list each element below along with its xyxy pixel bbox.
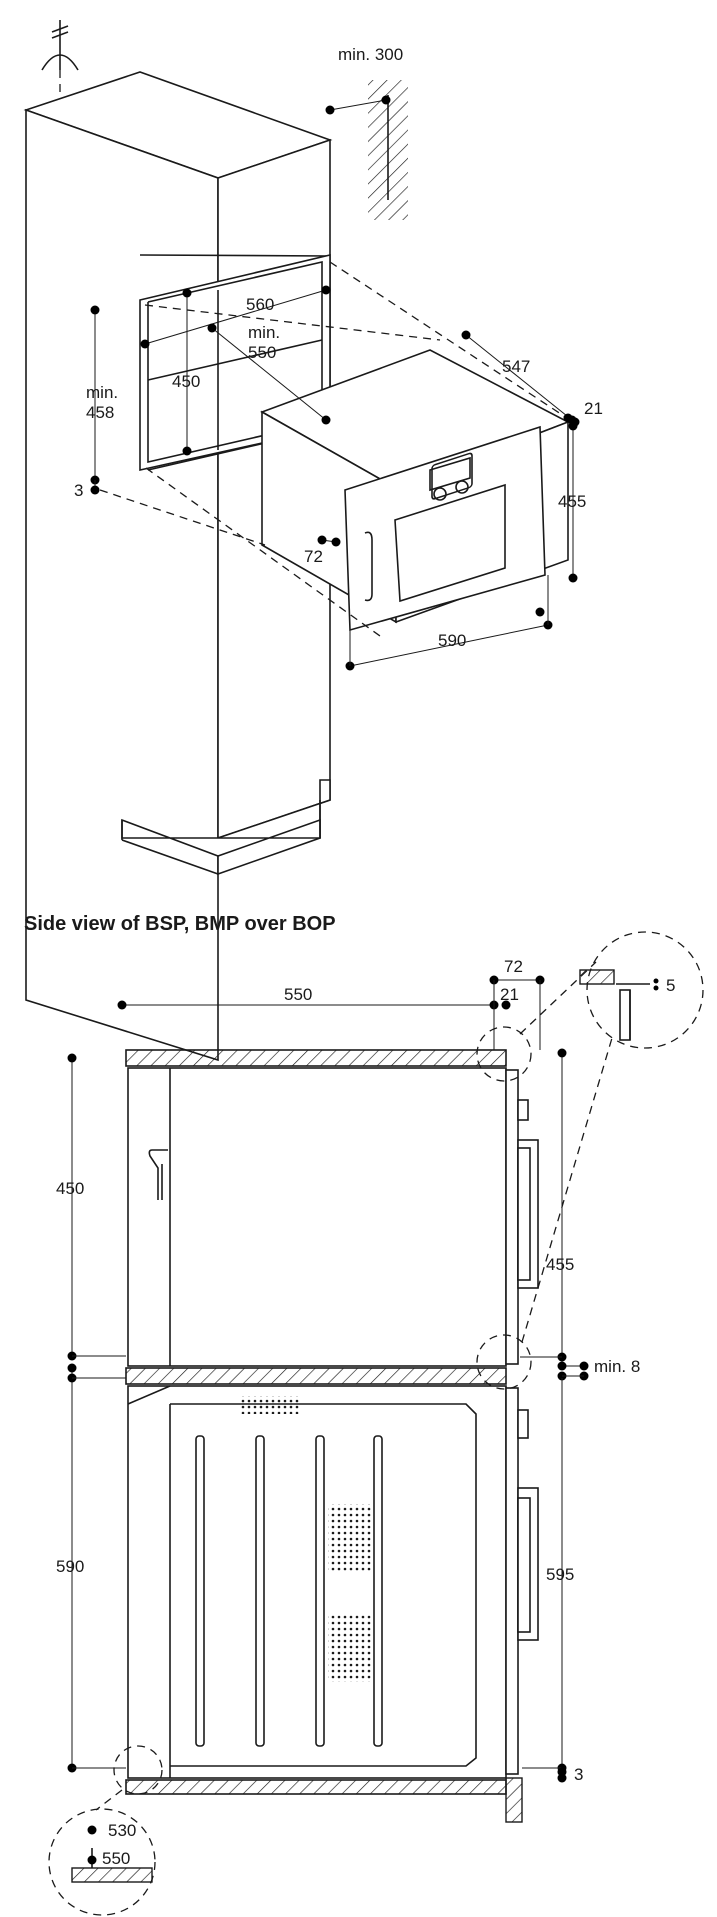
- dim-21-side: 21: [500, 985, 519, 1004]
- dim-min550-b: 550: [248, 343, 276, 362]
- dim-72-top: 72: [304, 547, 323, 566]
- dim-min458-a: min.: [86, 383, 118, 402]
- dim-min550-a: min.: [248, 323, 280, 342]
- oven-appliance: [260, 349, 570, 632]
- dim-3-top: 3: [74, 481, 83, 500]
- dim-min300: min. 300: [338, 45, 403, 64]
- dim-min8: min. 8: [594, 1357, 640, 1376]
- dim-min458-b: 458: [86, 403, 114, 422]
- dim-590-side: 590: [56, 1557, 84, 1576]
- dim-550-side: 550: [284, 985, 312, 1004]
- dim-72-side: 72: [504, 957, 523, 976]
- dim-21-top: 21: [584, 399, 603, 418]
- dim-530: 530: [108, 1821, 136, 1840]
- side-view: 550 72 21 5 450 455: [48, 931, 704, 1916]
- dim-560: 560: [246, 295, 274, 314]
- isometric-view: min. 300 560 min. 550 450 min. 458: [23, 20, 603, 1062]
- lower-appliance: [127, 1385, 539, 1779]
- dim-5: 5: [666, 976, 675, 995]
- side-dimensions: 550 72 21 5 450 455: [56, 957, 675, 1868]
- dim-547: 547: [502, 357, 530, 376]
- dim-3-side: 3: [574, 1765, 583, 1784]
- top-dimensions: min. 300 560 min. 550 450 min. 458: [74, 45, 603, 671]
- upper-appliance: [127, 1067, 539, 1367]
- dim-450-top: 450: [172, 372, 200, 391]
- dim-550-detail: 550: [102, 1849, 130, 1868]
- dim-450-side: 450: [56, 1179, 84, 1198]
- detail-circles: [48, 931, 704, 1916]
- dim-455-top: 455: [558, 492, 586, 511]
- dim-595: 595: [546, 1565, 574, 1584]
- dim-455-side: 455: [546, 1255, 574, 1274]
- tall-cabinet: [23, 71, 333, 1062]
- side-view-title: Side view of BSP, BMP over BOP: [24, 913, 336, 935]
- dim-590-top: 590: [438, 631, 466, 650]
